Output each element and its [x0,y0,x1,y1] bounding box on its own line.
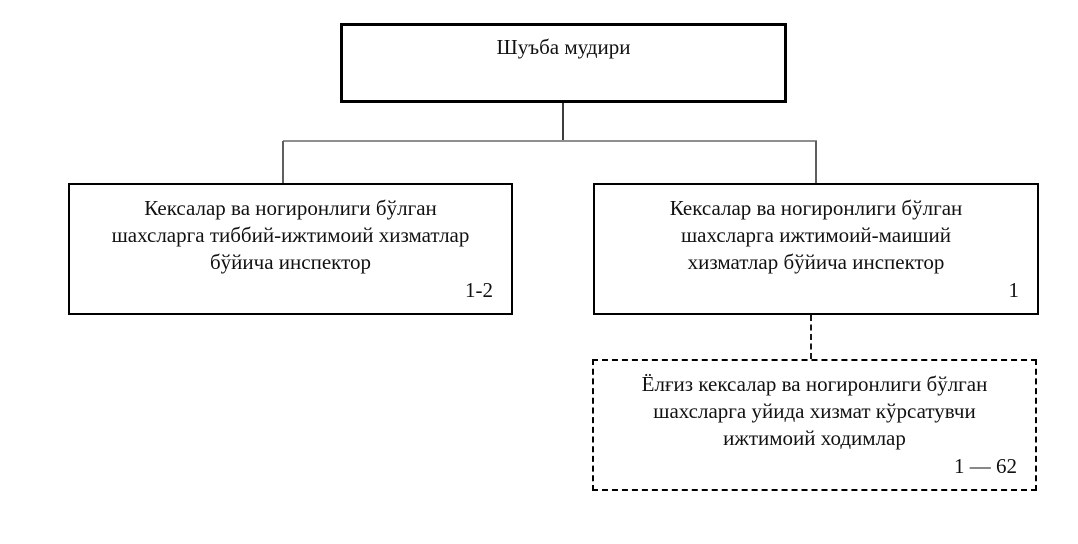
org-box-department-head: Шуъба мудири [340,23,787,103]
org-box-title-line: шахсларга тиббий-ижтимоий хизматлар [111,223,470,247]
connector-dashed-vertical [810,315,812,359]
org-box-title-line: Ёлғиз кексалар ва ногиронлиги бўлган [641,372,988,396]
org-box-social-household-inspector: Кексалар ва ногиронлиги бўлган шахсларга… [593,183,1039,315]
connector-drop-right [815,141,817,183]
staff-count: 1 — 62 [954,454,1017,478]
connector-horizontal-bar [283,140,817,142]
org-box-medical-social-inspector: Кексалар ва ногиронлиги бўлган шахсларга… [68,183,513,315]
org-box-text: Кексалар ва ногиронлиги бўлган шахсларга… [595,185,1037,276]
org-box-title-line: шахсларга уйида хизмат кўрсатувчи [653,399,976,423]
staff-count: 1-2 [465,278,493,302]
staff-count: 1 [1008,278,1020,302]
org-box-title-line: Кексалар ва ногиронлиги бўлган [144,196,437,220]
org-box-title-line: хизматлар бўйича инспектор [687,250,945,274]
org-box-title: Шуъба мудири [496,35,631,59]
connector-root-vertical [562,103,564,141]
org-box-title-line: бўйича инспектор [210,250,371,274]
org-box-title-line: ижтимоий ходимлар [723,426,906,450]
org-box-text: Кексалар ва ногиронлиги бўлган шахсларга… [70,185,511,276]
org-box-title-line: Кексалар ва ногиронлиги бўлган [669,196,963,220]
org-box-title-line: шахсларга ижтимоий-маиший [681,223,951,247]
org-box-home-care-social-workers: Ёлғиз кексалар ва ногиронлиги бўлган шах… [592,359,1037,491]
org-box-text: Ёлғиз кексалар ва ногиронлиги бўлган шах… [594,361,1035,452]
connector-drop-left [282,141,284,183]
